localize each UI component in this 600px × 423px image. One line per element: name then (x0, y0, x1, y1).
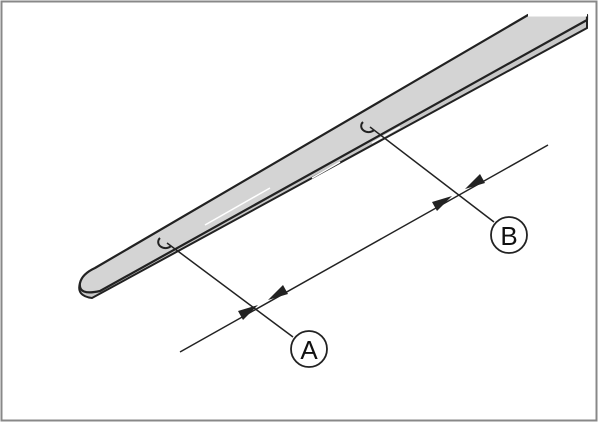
hole-b (360, 121, 375, 134)
dimension-line (179, 144, 549, 353)
strip-top (78, 13, 589, 294)
callout-b: B (490, 216, 528, 254)
dimension-arrows (238, 174, 485, 320)
label-b: B (500, 221, 517, 251)
callout-a: A (290, 330, 328, 368)
strip (78, 13, 589, 300)
leader-lines (166, 126, 549, 353)
hole-a (157, 237, 172, 250)
label-a: A (300, 335, 318, 365)
